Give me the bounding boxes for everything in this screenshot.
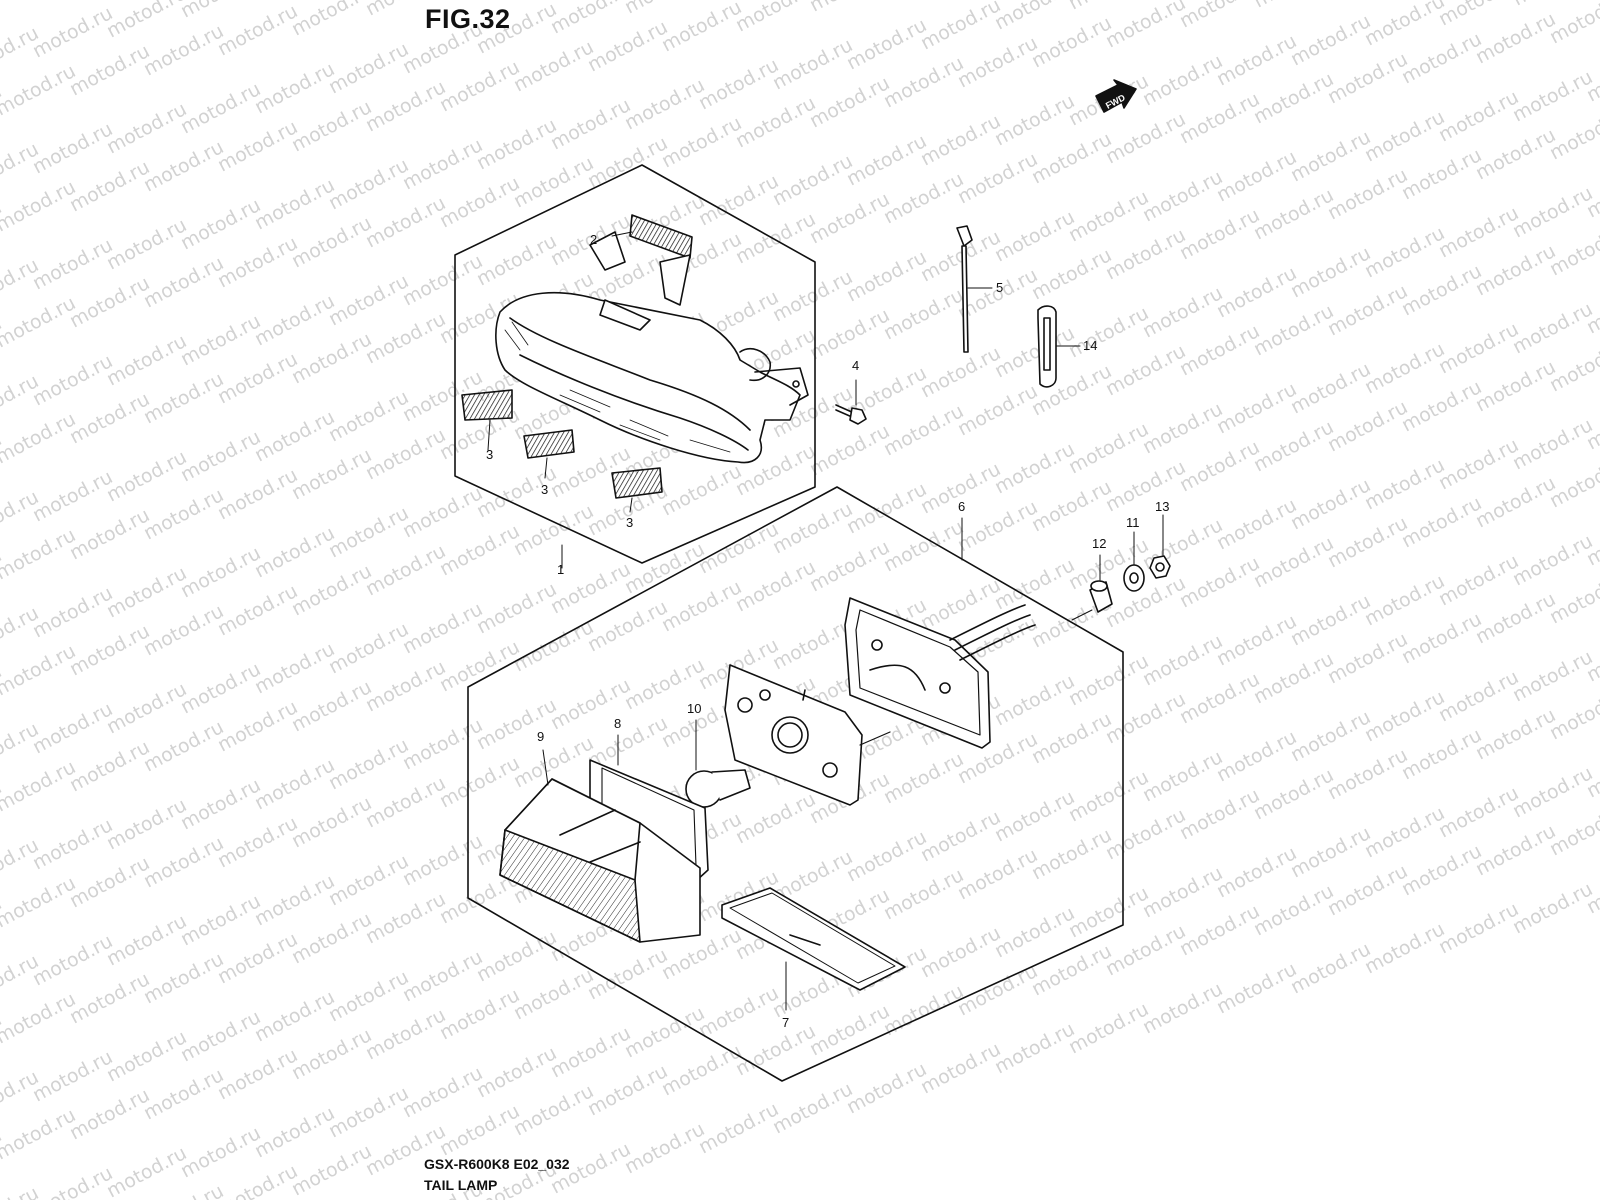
nut-part-13 <box>1149 514 1171 579</box>
callout-12: 12 <box>1092 536 1106 551</box>
screw-part-4 <box>835 379 867 425</box>
callout-3: 3 <box>626 515 633 530</box>
reflector-part-2 <box>629 214 693 259</box>
callout-2: 2 <box>590 232 597 247</box>
figure-title: FIG.32 <box>425 4 511 34</box>
tail-lamp-body-part-1 <box>495 231 809 464</box>
callout-10: 10 <box>687 701 701 716</box>
fwd-direction-badge <box>1095 79 1137 113</box>
license-lamp-bracket-part-6 <box>844 597 1036 749</box>
reflector-part-3 <box>461 389 663 499</box>
washer-part-11 <box>1123 531 1145 592</box>
callout-3: 3 <box>541 482 548 497</box>
callout-9: 9 <box>537 729 544 744</box>
clamp-part-14 <box>1037 305 1081 388</box>
callout-1: 1 <box>557 562 564 577</box>
lamp-socket-housing <box>724 664 891 806</box>
assembly-1-outline <box>454 164 816 564</box>
cable-tie-part-5 <box>956 225 993 353</box>
callout-13: 13 <box>1155 499 1169 514</box>
callout-4: 4 <box>852 358 859 373</box>
leader-lines <box>487 231 963 569</box>
callout-5: 5 <box>996 280 1003 295</box>
lens-part-9 <box>499 749 701 943</box>
spacer-part-12 <box>1071 554 1113 621</box>
callout-7: 7 <box>782 1015 789 1030</box>
callout-11: 11 <box>1126 515 1140 530</box>
assembly-6-outline <box>467 486 1124 1082</box>
model-code: GSX-R600K8 E02_032 <box>424 1156 570 1172</box>
plate-part-7 <box>721 887 906 1011</box>
callout-6: 6 <box>958 499 965 514</box>
callout-8: 8 <box>614 716 621 731</box>
callout-3: 3 <box>486 447 493 462</box>
assembly-name: TAIL LAMP <box>424 1177 498 1193</box>
callout-14: 14 <box>1083 338 1097 353</box>
bulb-part-10 <box>685 719 751 808</box>
